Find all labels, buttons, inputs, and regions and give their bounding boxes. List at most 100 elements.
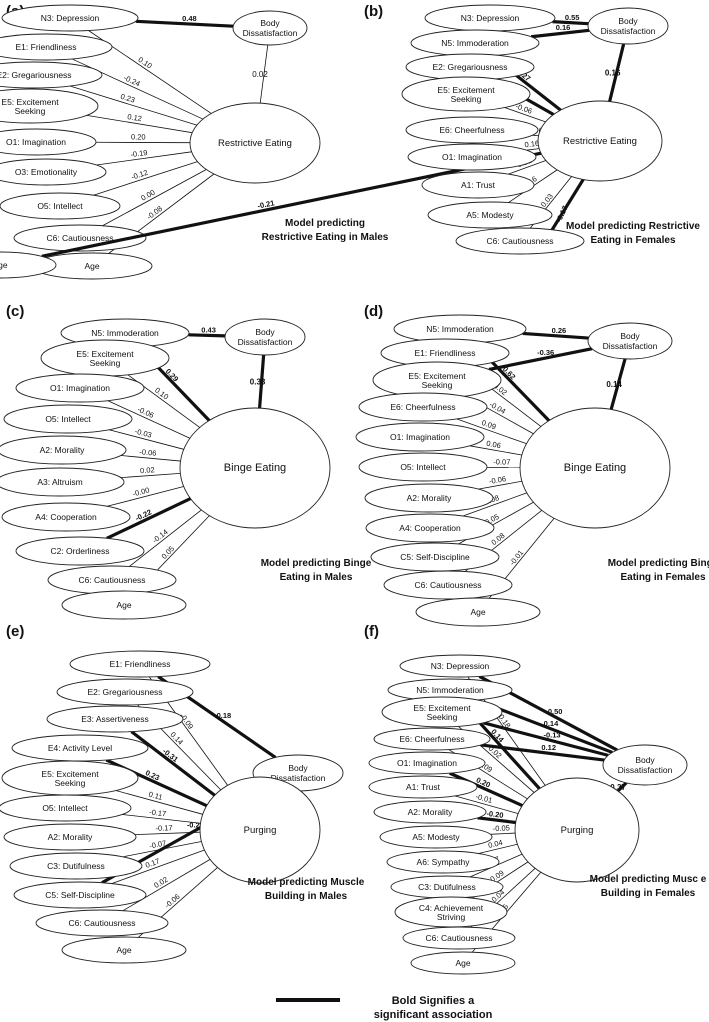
bd-path-coefficient: 0.14	[544, 719, 559, 728]
predictor-label: C3: Dutifulness	[47, 861, 105, 871]
predictor-label: Seeking	[427, 712, 458, 722]
predictor-label: N3: Depression	[41, 13, 100, 23]
body-dissatisfaction-label: Dissatisfaction	[603, 341, 658, 351]
path-line	[93, 162, 197, 196]
path-coefficient: -0.01	[475, 792, 494, 805]
outcome-label: Binge Eating	[224, 462, 286, 474]
bd-path-coefficient: -0.36	[537, 348, 554, 357]
path-coefficient: 0.09	[480, 418, 497, 431]
predictor-label: N3: Depression	[431, 661, 490, 671]
predictor-label: E1: Friendliness	[16, 42, 77, 52]
predictor-label: O3: Emotionality	[15, 167, 78, 177]
predictor-label: A2: Morality	[408, 807, 454, 817]
predictor-label: C3: Dutifulness	[418, 882, 476, 892]
path-coefficient: 0.06	[486, 439, 502, 450]
path-coefficient: -0.03	[134, 427, 153, 440]
body-dissatisfaction-label: Dissatisfaction	[601, 26, 656, 36]
predictor-label: Striving	[437, 912, 466, 922]
predictor-label: Age	[84, 261, 99, 271]
bd-path-coefficient: 0.43	[201, 325, 216, 334]
predictor-label: Age	[0, 260, 8, 270]
path-coefficient: -0.07	[493, 457, 510, 466]
predictor-label: N5: Immoderation	[91, 328, 159, 338]
predictor-label: N5: Immoderation	[426, 324, 494, 334]
predictor-label: O1: Imagination	[390, 432, 450, 442]
predictor-label: Age	[470, 607, 485, 617]
path-line	[490, 833, 515, 834]
predictor-label: A6: Sympathy	[417, 857, 471, 867]
panel-f: (f)0.180.500.140.14-0.02-0.130.090.120.2…	[364, 623, 707, 974]
predictor-label: E3: Assertiveness	[81, 714, 149, 724]
legend-line-1: Bold Signifies a	[358, 994, 508, 1008]
predictor-label: E4: Activity Level	[48, 743, 112, 753]
path-coefficient: 0.10	[153, 386, 170, 402]
predictor-label: C6: Cautiousness	[46, 233, 113, 243]
panel-d: (d)0.620.26-0.02-0.04-0.360.090.06-0.07-…	[356, 303, 709, 626]
predictor-label: O5: Intellect	[45, 414, 91, 424]
bd-path-coefficient: 0.26	[552, 326, 567, 335]
predictor-label: N5: Immoderation	[441, 38, 509, 48]
panel-caption: Eating in Males	[280, 572, 353, 583]
body-dissatisfaction-label: Body	[260, 18, 280, 28]
predictor-label: C5: Self-Discipline	[400, 552, 470, 562]
path-coefficient: -0.19	[130, 148, 148, 159]
path-coefficient: 0.00	[139, 188, 156, 203]
bd-path-line	[188, 335, 225, 336]
predictor-label: A3: Altruism	[37, 477, 82, 487]
path-coefficient: 0.20	[131, 132, 146, 141]
predictor-label: E1: Friendliness	[110, 659, 171, 669]
predictor-label: Seeking	[55, 778, 86, 788]
predictor-label: A2: Morality	[40, 445, 86, 455]
predictor-label: O1: Imagination	[442, 152, 502, 162]
bd-path-coefficient: 0.55	[565, 13, 580, 22]
predictor-label: A5: Modesty	[466, 210, 514, 220]
legend-text: Bold Signifies a significant association	[358, 994, 508, 1022]
outcome-label: Purging	[561, 825, 594, 836]
bd-path-coefficient: 0.12	[541, 743, 556, 752]
path-coefficient: -0.00	[132, 485, 151, 498]
path-coefficient: -0.01	[508, 548, 526, 567]
predictor-label: C6: Cautiousness	[414, 580, 481, 590]
bd-to-target-coefficient: 0.14	[606, 380, 622, 389]
path-coefficient: 0.03	[539, 192, 555, 209]
predictor-label: C6: Cautiousness	[68, 918, 135, 928]
path-coefficient: 0.05	[160, 544, 177, 561]
outcome-label: Restrictive Eating	[563, 136, 637, 147]
predictor-label: E2: Gregariousness	[432, 62, 507, 72]
predictor-label: Age	[116, 600, 131, 610]
body-dissatisfaction-label: Body	[618, 16, 638, 26]
panel-caption: Eating in Females	[620, 572, 705, 583]
bd-path-coefficient: 0.50	[548, 707, 563, 716]
path-coefficient: -0.12	[130, 168, 149, 182]
predictor-label: E1: Friendliness	[415, 348, 476, 358]
predictor-label: E6: Cheerfulness	[390, 402, 455, 412]
predictor-label: A1: Trust	[461, 180, 496, 190]
panel-a: (a)0.100.48-0.240.230.120.20-0.19-0.120.…	[0, 3, 389, 279]
predictor-label: A1: Trust	[406, 782, 441, 792]
predictor-label: N3: Depression	[461, 13, 520, 23]
predictor-label: A4: Cooperation	[399, 523, 461, 533]
body-dissatisfaction-label: Body	[288, 763, 308, 773]
predictor-label: A2: Morality	[407, 493, 453, 503]
path-coefficient: 0.23	[119, 92, 136, 105]
predictor-label: O1: Imagination	[6, 137, 66, 147]
path-coefficient: 0.08	[489, 531, 506, 547]
predictor-label: Seeking	[422, 380, 453, 390]
predictor-label: C6: Cautiousness	[486, 236, 553, 246]
predictor-label: O5: Intellect	[42, 803, 88, 813]
path-coefficient: 0.16	[524, 139, 540, 150]
path-coefficient: 0.02	[140, 465, 155, 475]
bd-path-coefficient: 0.48	[182, 14, 197, 23]
path-coefficient: 0.29	[164, 367, 181, 384]
path-coefficient: 0.14	[168, 730, 185, 747]
body-dissatisfaction-label: Dissatisfaction	[238, 337, 293, 347]
predictor-label: A2: Morality	[48, 832, 94, 842]
bd-to-target-coefficient: 0.16	[605, 69, 621, 78]
body-dissatisfaction-label: Body	[255, 327, 275, 337]
panel-e: (e)-0.09-0.180.14-0.310.230.11-0.17-0.17…	[0, 623, 365, 963]
path-coefficient: -0.17	[155, 823, 172, 833]
panel-caption: Model predicting	[285, 218, 365, 229]
panel-caption: Model predicting Binge	[261, 558, 372, 569]
